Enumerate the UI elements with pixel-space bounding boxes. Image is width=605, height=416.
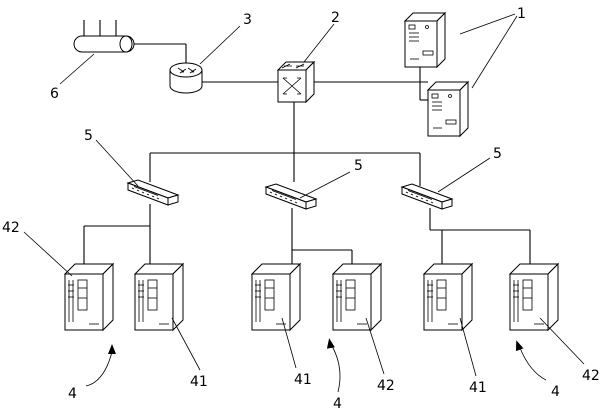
- core-switch: [278, 62, 314, 102]
- label-access-switch-right: 5: [493, 146, 502, 162]
- terminal-41-middle: [252, 264, 300, 330]
- label-group-middle: 4: [333, 396, 342, 411]
- label-group-left: 4: [68, 386, 77, 402]
- network-cable: [74, 20, 134, 52]
- terminal-41-left: [135, 264, 183, 330]
- label-terminal-42-middle: 42: [377, 378, 395, 394]
- label-access-switch-left: 5: [84, 128, 93, 144]
- label-router: 3: [243, 12, 252, 28]
- access-switch-middle: [266, 184, 316, 209]
- label-terminal-42-right: 42: [582, 368, 600, 384]
- label-terminal-41-right: 41: [469, 380, 487, 396]
- label-access-switch-middle: 5: [354, 158, 363, 174]
- terminal-41-right: [424, 264, 472, 330]
- router: [170, 63, 202, 93]
- label-group-right: 4: [551, 384, 560, 400]
- label-terminal-41-left: 41: [190, 374, 208, 390]
- terminal-42-right: [510, 264, 558, 330]
- label-servers: 1: [517, 6, 526, 22]
- terminal-42-left: [65, 264, 113, 330]
- label-network-cable: 6: [50, 86, 59, 102]
- label-terminal-42-left: 42: [2, 220, 20, 236]
- label-terminal-41-middle: 41: [294, 372, 312, 388]
- label-core-switch: 2: [331, 10, 340, 26]
- server-lower: [428, 82, 468, 136]
- server-upper: [405, 13, 445, 67]
- terminal-42-middle: [333, 264, 381, 330]
